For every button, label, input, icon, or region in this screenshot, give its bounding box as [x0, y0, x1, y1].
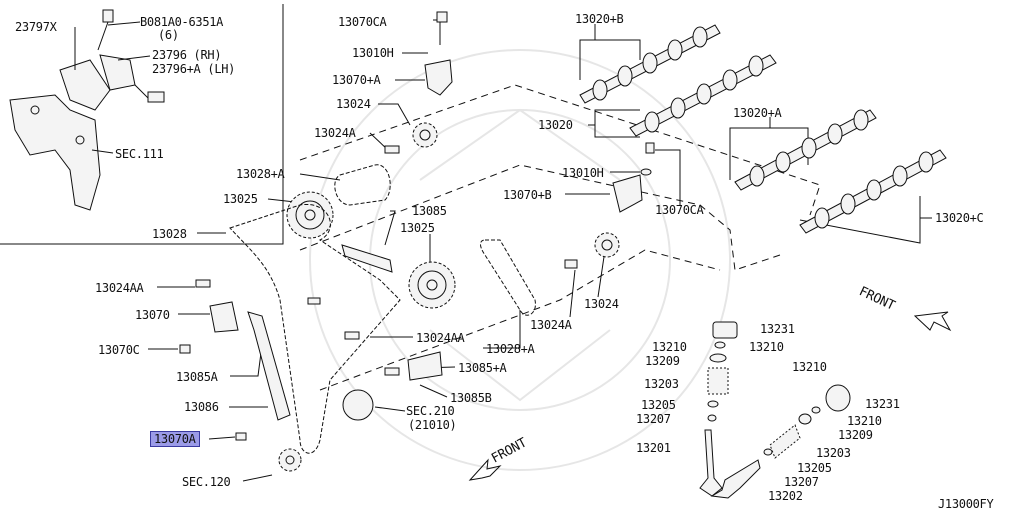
label-13070a-top[interactable]: 13070+A — [332, 73, 381, 87]
label-v13210a[interactable]: 13210 — [652, 340, 687, 354]
label-13070a-selected[interactable]: 13070A — [150, 431, 200, 447]
label-r13210b[interactable]: 13210 — [847, 414, 882, 428]
label-23797x[interactable]: 23797X — [15, 20, 57, 34]
label-23796a[interactable]: 23796+A (LH) — [152, 62, 236, 76]
label-13024-right[interactable]: 13024 — [584, 297, 619, 311]
dashed-outline-mid — [299, 164, 781, 271]
guide-13085-plus-a — [407, 351, 443, 381]
sprocket-sec120 — [278, 448, 302, 472]
dashed-outline-upper — [299, 84, 821, 216]
timing-chain-13028a-upper — [334, 164, 391, 206]
guide-13085a — [247, 311, 291, 421]
label-r13203[interactable]: 13203 — [816, 446, 851, 460]
label-r13209[interactable]: 13209 — [838, 428, 873, 442]
label-r13210[interactable]: 13210 — [792, 360, 827, 374]
guide-13085 — [341, 244, 393, 273]
label-13024a-top[interactable]: 13024A — [314, 126, 356, 140]
label-v13209[interactable]: 13209 — [645, 354, 680, 368]
label-13085-plus-a[interactable]: 13085+A — [458, 361, 507, 375]
label-13010h-mid[interactable]: 13010H — [562, 166, 604, 180]
bolts — [179, 145, 578, 441]
label-13086[interactable]: 13086 — [184, 400, 219, 414]
label-v13205[interactable]: 13205 — [641, 398, 676, 412]
label-sec120[interactable]: SEC.120 — [182, 475, 231, 489]
label-r13231[interactable]: 13231 — [865, 397, 900, 411]
label-13028a-top[interactable]: 13028+A — [236, 167, 285, 181]
camshaft-13020c — [799, 149, 947, 234]
label-13070ca-top[interactable]: 13070CA — [338, 15, 387, 29]
label-13085[interactable]: 13085 — [412, 204, 447, 218]
label-v13201[interactable]: 13201 — [636, 441, 671, 455]
label-v13210b[interactable]: 13210 — [749, 340, 784, 354]
leader-lines — [74, 19, 932, 482]
label-sec210[interactable]: SEC.210 — [406, 404, 455, 418]
front-arrow-right — [913, 311, 952, 332]
label-13025-left[interactable]: 13025 — [223, 192, 258, 206]
label-081a0-qty: (6) — [158, 28, 179, 42]
inset-parts — [9, 9, 165, 211]
dashed-outline-lower — [319, 249, 721, 391]
camshaft-13020b — [579, 24, 721, 104]
label-13020[interactable]: 13020 — [538, 118, 573, 132]
label-13028[interactable]: 13028 — [152, 227, 187, 241]
label-v13231[interactable]: 13231 — [760, 322, 795, 336]
sprocket-13025-lower — [408, 261, 456, 309]
timing-chain-13028 — [229, 203, 401, 454]
label-13028a-mid[interactable]: 13028+A — [486, 342, 535, 356]
label-13020b[interactable]: 13020+B — [575, 12, 624, 26]
label-13020a[interactable]: 13020+A — [733, 106, 782, 120]
label-sec210-sub: (21010) — [408, 418, 457, 432]
sprocket-13024-right — [594, 232, 620, 258]
label-13024aa-mid[interactable]: 13024AA — [416, 331, 465, 345]
label-081a0-6351a[interactable]: B081A0-6351A — [140, 15, 224, 29]
label-r13207[interactable]: 13207 — [784, 475, 819, 489]
label-13070c[interactable]: 13070C — [98, 343, 140, 357]
tensioner-13070 — [209, 301, 239, 333]
label-r13202[interactable]: 13202 — [768, 489, 803, 503]
timing-chain-13028a-mid — [480, 239, 536, 316]
label-13070ca-mid[interactable]: 13070CA — [655, 203, 704, 217]
inset-frame — [0, 4, 284, 245]
diagram-id: J13000FY — [938, 497, 994, 511]
label-13070[interactable]: 13070 — [135, 308, 170, 322]
sec210-component — [342, 389, 374, 421]
label-r13205[interactable]: 13205 — [797, 461, 832, 475]
camshaft-13020a — [734, 109, 877, 191]
camshaft-13020 — [629, 54, 777, 137]
label-13024-top[interactable]: 13024 — [336, 97, 371, 111]
label-13024a-mid[interactable]: 13024A — [530, 318, 572, 332]
label-13070b[interactable]: 13070+B — [503, 188, 552, 202]
label-13085a[interactable]: 13085A — [176, 370, 218, 384]
label-13010h-top[interactable]: 13010H — [352, 46, 394, 60]
label-13025-mid[interactable]: 13025 — [400, 221, 435, 235]
sprocket-13025-upper — [286, 191, 334, 239]
valve-train-left — [699, 321, 738, 497]
label-v13207[interactable]: 13207 — [636, 412, 671, 426]
label-13024aa-left[interactable]: 13024AA — [95, 281, 144, 295]
sprocket-13024-top — [412, 122, 438, 148]
label-13020c[interactable]: 13020+C — [935, 211, 984, 225]
label-v13203[interactable]: 13203 — [644, 377, 679, 391]
valve-train-right — [710, 384, 851, 499]
front-arrow-left — [468, 458, 502, 481]
label-13085b[interactable]: 13085B — [450, 391, 492, 405]
label-sec111[interactable]: SEC.111 — [115, 147, 164, 161]
top-sensor-parts — [424, 11, 655, 213]
label-23796[interactable]: 23796 (RH) — [152, 48, 222, 62]
